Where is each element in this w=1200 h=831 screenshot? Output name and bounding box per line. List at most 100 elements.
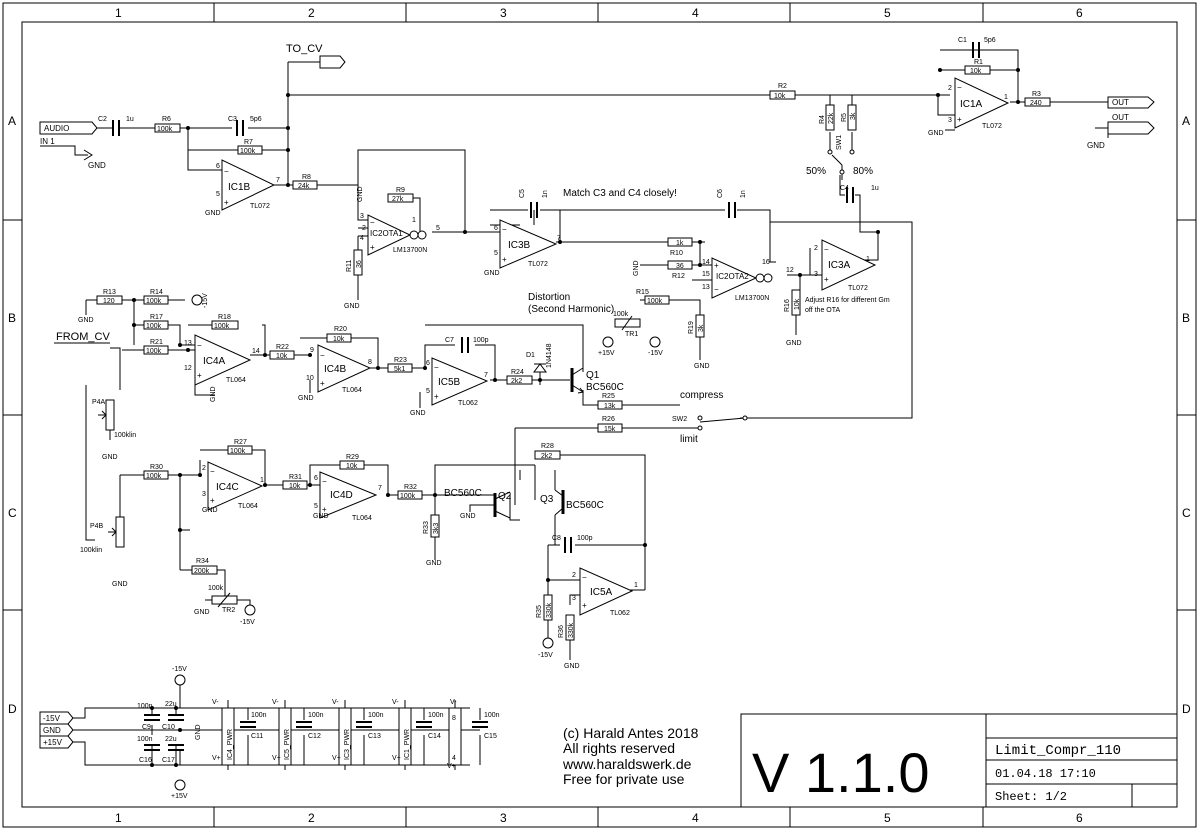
- resistor-r35-ref: R35: [536, 605, 543, 618]
- gnd-label-q2: GND: [460, 513, 476, 520]
- title-date: 01.04.18 17:10: [995, 767, 1096, 781]
- transistor-q3-ref: Q3: [540, 494, 554, 505]
- power-port-gnd-label: GND: [43, 726, 61, 735]
- resistor-r1-ref: R1: [974, 59, 983, 66]
- power-block-ic4: IC4_PWR V- V+: [212, 699, 235, 766]
- rail-neg15-tr1: -15V: [648, 336, 663, 357]
- rail-neg15-power: -15V: [172, 666, 187, 686]
- resistor-r15-ref: R15: [636, 289, 649, 296]
- gnd-label-ic4d: GND: [313, 513, 329, 520]
- svg-text:−: −: [224, 167, 229, 176]
- opamp-ic5a-pin-in-neg: 2: [572, 572, 576, 579]
- ota-ic2ota2: +− IC2OTA2 LM13700N 14 13 15 16 12 GND: [633, 257, 794, 302]
- opamp-ic1b-type: TL072: [250, 203, 270, 210]
- trimmer-tr2: 100k TR2 GND: [194, 585, 238, 616]
- port-to-cv: TO_CV: [286, 43, 346, 69]
- row-label-left-c: C: [8, 506, 17, 520]
- switch-sw1-ref: SW1: [836, 135, 843, 150]
- resistor-r5-value: 3k: [850, 112, 857, 120]
- title-name: Limit_Compr_110: [995, 743, 1121, 759]
- opamp-ic1b-pin-in-neg: 6: [216, 163, 220, 170]
- rail-neg15-tr2-label: -15V: [240, 619, 255, 626]
- resistor-r17-value: 100k: [146, 323, 162, 330]
- opamp-ic4d-pin-in-neg: 6: [314, 475, 318, 482]
- capacitor-c10-ref: C10: [162, 724, 175, 731]
- resistor-r18-value: 100k: [214, 323, 230, 330]
- col-label-top-5: 5: [884, 6, 891, 20]
- rail-neg15-r14: -15V: [191, 293, 209, 308]
- svg-text:+: +: [502, 255, 507, 264]
- opamp-ic5a-name: IC5A: [590, 587, 613, 598]
- capacitor-c17-value: 22u: [165, 736, 177, 743]
- opamp-ic4c-pin-in-pos: 3: [202, 491, 206, 498]
- col-label-top-2: 2: [308, 6, 315, 20]
- resistor-r28-ref: R28: [541, 443, 554, 450]
- svg-text:+: +: [957, 115, 962, 124]
- opamp-ic4c: −+ IC4C TL064 2 3 1: [202, 461, 264, 511]
- capacitor-c8-ref: C8: [552, 535, 561, 542]
- capacitor-c12-ref: C12: [308, 733, 321, 740]
- opamp-ic5b-pin-in-neg: 6: [426, 360, 430, 367]
- opamp-ic1b-pin-out: 7: [276, 177, 280, 184]
- port-in1-label: IN 1: [40, 137, 55, 146]
- ota-ic2ota1-name: IC2OTA1: [370, 229, 403, 238]
- opamp-ic5a-type: TL062: [610, 610, 630, 617]
- svg-text:−: −: [957, 83, 962, 92]
- transistor-q3-value: BC560C: [566, 500, 604, 511]
- power-block-ic2: 8 4 V- V+: [447, 699, 462, 770]
- opamp-ic1a-pin-out: 1: [1004, 94, 1008, 101]
- ota-ic2ota2-pin-a: 14: [702, 259, 710, 266]
- transistor-q2-value: BC560C: [444, 488, 482, 499]
- opamp-ic3a-name: IC3A: [828, 260, 851, 271]
- resistor-r22-ref: R22: [276, 344, 289, 351]
- resistor-r19-ref: R19: [688, 321, 695, 334]
- resistor-r14-value: 100k: [146, 298, 162, 305]
- ota-ic2ota1-pin-a: 3: [360, 213, 364, 220]
- rail-neg15-r35: -15V: [538, 637, 554, 659]
- resistor-r30-value: 100k: [146, 473, 162, 480]
- ota-ic2ota2-type: LM13700N: [735, 295, 769, 302]
- opamp-ic4a-pin-out: 14: [252, 348, 260, 355]
- capacitor-c15-value: 100n: [484, 712, 500, 719]
- svg-text:−: −: [370, 218, 375, 227]
- gnd-label-r36: GND: [564, 663, 580, 670]
- resistor-r23-value: 5k1: [394, 366, 405, 373]
- resistor-r7-value: 100k: [240, 148, 256, 155]
- capacitor-c1-ref: C1: [958, 37, 967, 44]
- note-adjust-2: off the OTA: [805, 307, 840, 314]
- resistor-r13-value: 120: [103, 298, 115, 305]
- switch-sw1-pos1: 50%: [806, 166, 826, 177]
- power-ic4-vneg: V-: [212, 699, 219, 706]
- svg-text:+: +: [197, 371, 202, 380]
- col-label-bottom-1: 1: [115, 811, 122, 825]
- opamp-ic4a-pin-in-pos: 12: [184, 365, 192, 372]
- row-label-right-b: B: [1182, 311, 1190, 325]
- opamp-ic4c-pin-in-neg: 2: [202, 465, 206, 472]
- capacitor-c1-value: 5p6: [984, 37, 996, 44]
- capacitor-c11-ref: C11: [251, 733, 263, 740]
- gnd-label-r11: GND: [344, 303, 360, 310]
- gnd-label-in1: GND: [88, 161, 106, 170]
- power-block-ic5: IC5_PWR V- V+: [272, 699, 292, 766]
- resistor-r6-value: 100k: [157, 126, 173, 133]
- trimmer-tr1-ref: TR1: [625, 331, 638, 338]
- port-audio: AUDIO IN 1 GND: [39, 121, 106, 170]
- resistor-r8-value: 24k: [298, 183, 310, 190]
- col-label-bottom-2: 2: [308, 811, 315, 825]
